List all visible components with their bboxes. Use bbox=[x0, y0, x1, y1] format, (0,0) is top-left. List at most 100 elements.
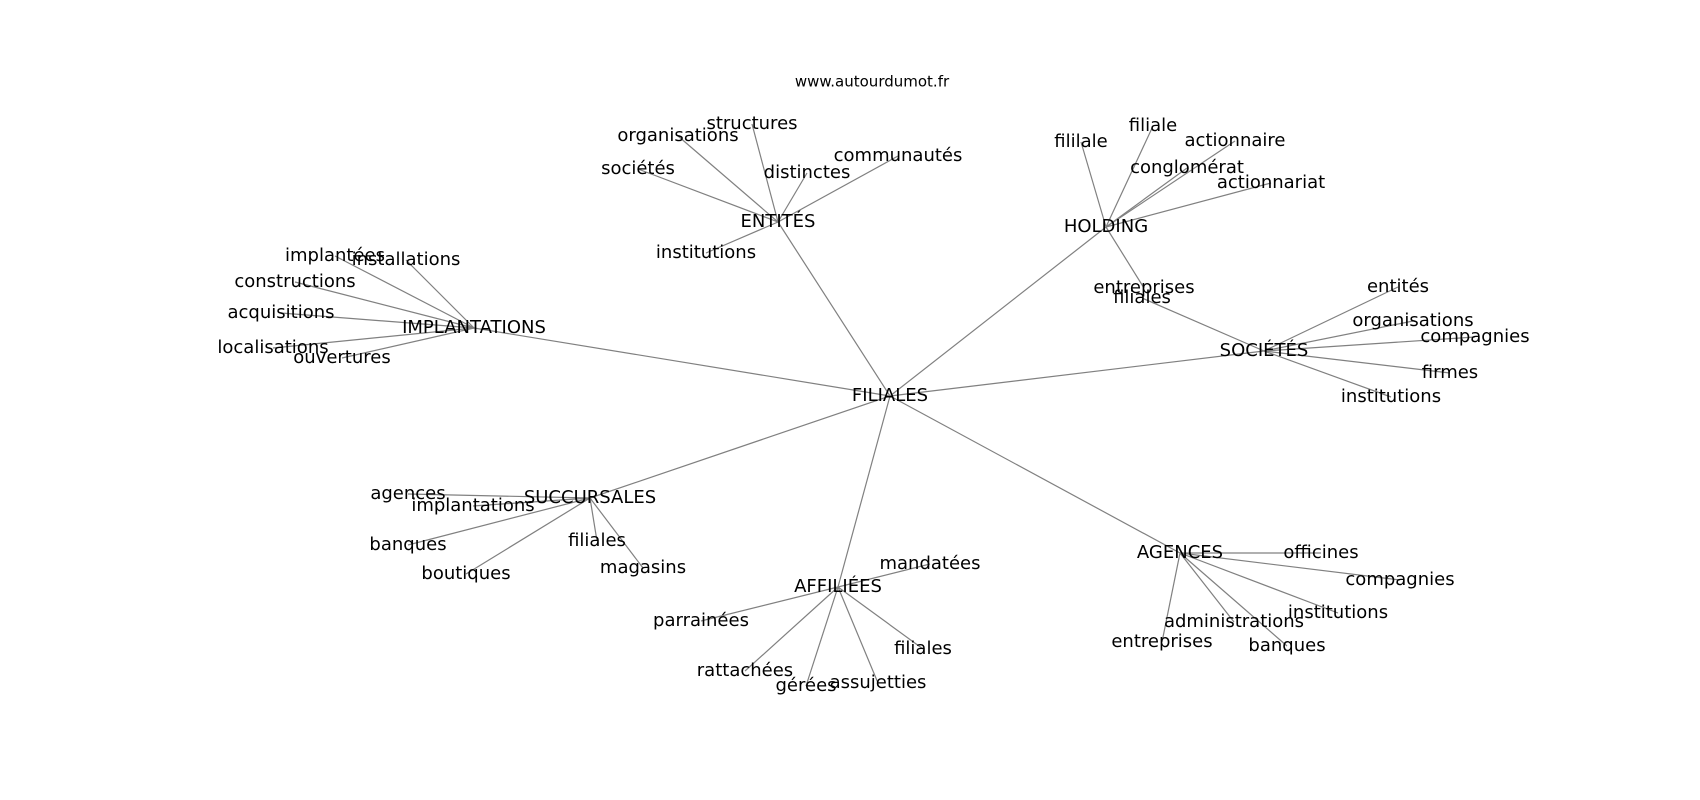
edge-societes-firmes bbox=[1263, 350, 1451, 374]
node-leaf-entites-distinctes[interactable]: distinctes bbox=[764, 162, 851, 183]
edge-center-holding bbox=[889, 226, 1107, 397]
edge-center-succursales bbox=[589, 395, 891, 499]
edge-implantations-implantees bbox=[334, 255, 475, 329]
edge-affiliees-mandatees bbox=[837, 563, 931, 588]
edge-entites-organisations bbox=[677, 135, 779, 223]
node-leaf-succursales-magasins[interactable]: magasins bbox=[600, 557, 686, 578]
node-hub-affiliees[interactable]: AFFILIÉES bbox=[794, 575, 882, 597]
node-leaf-agences-entreprises[interactable]: entreprises bbox=[1111, 631, 1212, 652]
node-hub-entites[interactable]: ENTITÉS bbox=[741, 210, 816, 232]
edge-agences-banques bbox=[1179, 552, 1288, 647]
edge-center-affiliees bbox=[837, 395, 891, 588]
node-leaf-societes-compagnies[interactable]: compagnies bbox=[1420, 326, 1529, 347]
node-hub-agences[interactable]: AGENCES bbox=[1137, 542, 1223, 563]
node-leaf-holding-conglomerat[interactable]: conglomérat bbox=[1130, 157, 1244, 178]
node-hub-societes[interactable]: SOCIÉTÉS bbox=[1220, 339, 1309, 361]
edge-societes-entites bbox=[1263, 286, 1399, 352]
node-hub-implantations[interactable]: IMPLANTATIONS bbox=[402, 317, 546, 338]
edge-center-implantations bbox=[473, 327, 891, 397]
edge-entites-distinctes bbox=[777, 172, 808, 223]
node-leaf-implantations-installations[interactable]: installations bbox=[352, 249, 461, 270]
node-leaf-holding-fililale[interactable]: fililale bbox=[1054, 131, 1107, 152]
edge-succursales-filiales bbox=[589, 497, 598, 542]
node-hub-succursales[interactable]: SUCCURSALES bbox=[524, 487, 656, 508]
node-leaf-succursales-boutiques[interactable]: boutiques bbox=[421, 563, 510, 584]
edge-holding-actionnariat bbox=[1105, 182, 1272, 228]
node-leaf-societes-organisations[interactable]: organisations bbox=[1352, 310, 1473, 331]
node-leaf-holding-actionnariat[interactable]: actionnariat bbox=[1217, 172, 1325, 193]
node-leaf-implantations-implantees[interactable]: implantées bbox=[285, 245, 385, 266]
edge-entites-structures bbox=[751, 123, 779, 223]
node-leaf-societes-filiales[interactable]: filiales bbox=[1113, 287, 1171, 308]
node-leaf-agences-officines[interactable]: officines bbox=[1283, 542, 1358, 563]
node-leaf-societes-institutions[interactable]: institutions bbox=[1341, 386, 1441, 407]
edge-succursales-banques bbox=[407, 497, 591, 546]
node-leaf-holding-actionnaire[interactable]: actionnaire bbox=[1185, 130, 1286, 151]
edge-implantations-localisations bbox=[272, 327, 475, 349]
edge-holding-entreprises bbox=[1105, 226, 1145, 289]
edge-agences-administrations bbox=[1179, 552, 1235, 623]
edge-affiliees-filiales bbox=[837, 586, 924, 650]
node-leaf-implantations-ouvertures[interactable]: ouvertures bbox=[293, 347, 390, 368]
node-leaf-entites-institutions[interactable]: institutions bbox=[656, 242, 756, 263]
node-leaf-agences-compagnies[interactable]: compagnies bbox=[1345, 569, 1454, 590]
node-leaf-implantations-acquisitions[interactable]: acquisitions bbox=[228, 302, 335, 323]
edge-societes-organisations bbox=[1263, 320, 1414, 352]
edge-affiliees-gerees bbox=[805, 586, 839, 687]
edge-center-societes bbox=[889, 350, 1265, 397]
node-leaf-affiliees-rattachees[interactable]: rattachées bbox=[697, 660, 793, 681]
node-leaf-implantations-constructions[interactable]: constructions bbox=[234, 271, 355, 292]
node-leaf-affiliees-filiales[interactable]: filiales bbox=[894, 638, 952, 659]
node-leaf-implantations-localisations[interactable]: localisations bbox=[217, 337, 328, 358]
node-hub-holding[interactable]: HOLDING bbox=[1064, 216, 1148, 237]
node-leaf-affiliees-gerees[interactable]: gérées bbox=[775, 675, 836, 696]
edge-affiliees-rattachees bbox=[744, 586, 839, 672]
edge-succursales-magasins bbox=[589, 497, 644, 569]
node-leaf-holding-entreprises[interactable]: entreprises bbox=[1093, 277, 1194, 298]
edge-implantations-installations bbox=[405, 259, 475, 329]
node-leaf-entites-communautes[interactable]: communautés bbox=[834, 145, 963, 166]
edge-holding-actionnaire bbox=[1105, 140, 1236, 228]
node-leaf-agences-institutions[interactable]: institutions bbox=[1288, 602, 1388, 623]
edge-holding-conglomerat bbox=[1105, 167, 1188, 228]
edges bbox=[272, 123, 1476, 687]
node-leaf-affiliees-parrainees[interactable]: parrainées bbox=[653, 610, 749, 631]
node-center-filiales[interactable]: FILIALES bbox=[852, 385, 928, 406]
edge-entites-institutions bbox=[705, 221, 779, 254]
edge-succursales-implantations bbox=[472, 497, 591, 507]
edge-societes-compagnies bbox=[1263, 336, 1476, 352]
labels: www.autourdumot.fr FILIALES ENTITÉS organi… bbox=[217, 73, 1529, 697]
node-leaf-societes-entites[interactable]: entités bbox=[1367, 276, 1429, 297]
edge-succursales-boutiques bbox=[465, 497, 591, 575]
node-leaf-agences-administrations[interactable]: administrations bbox=[1164, 611, 1304, 632]
edge-entites-societes bbox=[637, 168, 779, 223]
edge-entites-communautes bbox=[777, 155, 899, 223]
edge-affiliees-parrainees bbox=[700, 586, 839, 622]
node-leaf-entites-structures[interactable]: structures bbox=[706, 113, 797, 134]
node-leaf-societes-firmes[interactable]: firmes bbox=[1422, 362, 1478, 383]
node-leaf-succursales-implantations[interactable]: implantations bbox=[411, 495, 534, 516]
node-leaf-succursales-agences[interactable]: agences bbox=[370, 483, 445, 504]
edge-center-entites bbox=[777, 221, 891, 397]
node-leaf-affiliees-mandatees[interactable]: mandatées bbox=[879, 553, 980, 574]
edge-agences-institutions bbox=[1179, 552, 1339, 614]
node-leaf-succursales-filiales[interactable]: filiales bbox=[568, 530, 626, 551]
edge-affiliees-assujetties bbox=[837, 586, 879, 684]
node-leaf-entites-organisations[interactable]: organisations bbox=[617, 125, 738, 146]
edge-implantations-acquisitions bbox=[280, 312, 475, 329]
edge-implantations-ouvertures bbox=[341, 327, 475, 359]
site-url: www.autourdumot.fr bbox=[795, 73, 950, 91]
node-leaf-succursales-banques[interactable]: banques bbox=[369, 534, 446, 555]
edge-holding-filiale bbox=[1105, 125, 1154, 228]
edge-agences-compagnies bbox=[1179, 552, 1401, 581]
node-leaf-agences-banques[interactable]: banques bbox=[1248, 635, 1325, 656]
edge-succursales-agences bbox=[407, 493, 591, 499]
node-leaf-holding-filiale[interactable]: filiale bbox=[1129, 115, 1177, 136]
node-leaf-entites-societes[interactable]: sociétés bbox=[601, 158, 675, 179]
edge-societes-institutions bbox=[1263, 350, 1392, 398]
edge-center-agences bbox=[889, 395, 1181, 554]
edge-implantations-constructions bbox=[294, 281, 475, 329]
edge-holding-fililale bbox=[1080, 141, 1107, 228]
node-leaf-affiliees-assujetties[interactable]: assujetties bbox=[830, 672, 927, 693]
